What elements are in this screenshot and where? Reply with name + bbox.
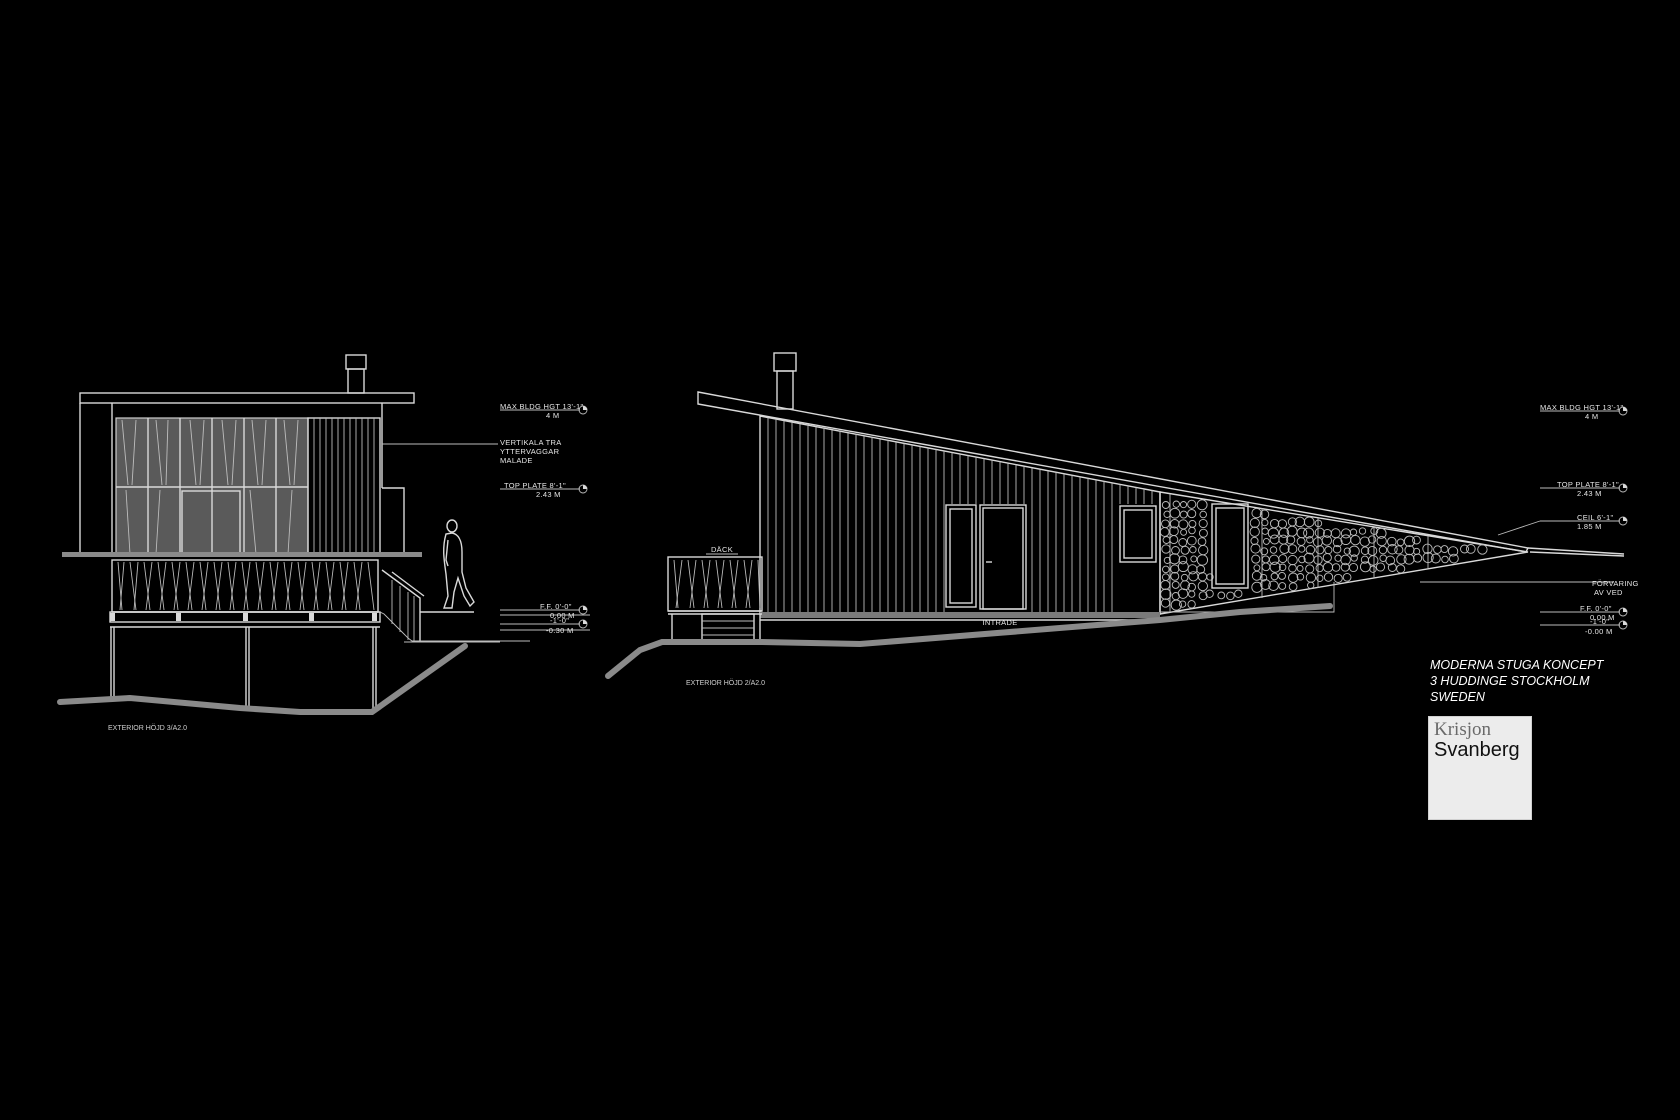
- svg-text:0.00 M: 0.00 M: [1590, 613, 1615, 622]
- logo-first-name: Krisjon: [1434, 719, 1491, 740]
- right-window-2: [1211, 503, 1249, 589]
- svg-text:1.85 M: 1.85 M: [1577, 522, 1602, 531]
- svg-text:F.F. 0'-0": F.F. 0'-0": [1580, 604, 1612, 613]
- left-level-finish-floor: F.F. 0'-0" 0.00 M: [500, 602, 588, 620]
- svg-text:-0.00 M: -0.00 M: [1585, 627, 1613, 636]
- right-sloped-roof: [697, 391, 1530, 553]
- left-floor-slab: [62, 552, 422, 557]
- left-posts: [110, 627, 377, 712]
- svg-text:TOP PLATE 8'-1": TOP PLATE 8'-1": [504, 481, 566, 490]
- right-floor-slab: [760, 612, 1160, 618]
- svg-text:TOP PLATE 8'-1": TOP PLATE 8'-1": [1557, 480, 1619, 489]
- svg-text:-1'-0": -1'-0": [550, 616, 569, 625]
- left-chimney-cap: [345, 354, 367, 370]
- right-level-max: MAX BLDG HGT 13'-1" 4 M: [1540, 403, 1628, 421]
- right-deck: [667, 556, 763, 643]
- right-chimney: [776, 370, 794, 410]
- svg-text:F.F. 0'-0": F.F. 0'-0": [540, 602, 572, 611]
- svg-text:4 M: 4 M: [1585, 412, 1598, 421]
- person-silhouette: [443, 519, 475, 609]
- firewood-callout-line-1: FÖRVARING: [1592, 579, 1639, 588]
- left-callout-line-1: VERTIKALA TRA: [500, 438, 562, 447]
- svg-text:MAX BLDG HGT 13'-1": MAX BLDG HGT 13'-1": [1540, 403, 1623, 412]
- right-level-finish-floor: F.F. 0'-0" 0.00 M: [1540, 604, 1628, 622]
- left-balustrade: [111, 559, 379, 613]
- right-chimney-cap: [773, 352, 797, 372]
- right-level-top-plate: TOP PLATE 8'-1" 2.43 M: [1540, 480, 1628, 498]
- right-side-window: [945, 504, 977, 608]
- left-level-max: MAX BLDG HGT 13'-1" 4 M: [500, 402, 588, 420]
- project-location: 3 HUDDINGE STOCKHOLM: [1430, 674, 1590, 688]
- entry-label: INTRADE: [982, 618, 1017, 627]
- left-stair: [379, 569, 425, 642]
- logo-last-name: Svanberg: [1434, 739, 1520, 761]
- svg-text:2.43 M: 2.43 M: [536, 490, 561, 499]
- left-callout-line-3: MALADE: [500, 456, 533, 465]
- svg-text:-0.30 M: -0.30 M: [546, 626, 574, 635]
- left-chimney: [347, 368, 365, 394]
- firewood-logs: [1159, 499, 1488, 611]
- project-country: SWEDEN: [1430, 690, 1485, 704]
- right-clad-wall: [759, 415, 1161, 615]
- svg-text:2.43 M: 2.43 M: [1577, 489, 1602, 498]
- right-timber-cladding: [767, 417, 1153, 612]
- left-timber-cladding: [307, 417, 381, 557]
- firewood-callout-line-2: AV VED: [1594, 588, 1623, 597]
- right-elevation: DÄCK INTRADE FÖRVARING AV VED MAX BLDG H…: [605, 352, 1639, 687]
- left-ground-line: [57, 643, 468, 715]
- title-block: MODERNA STUGA KONCEPT 3 HUDDINGE STOCKHO…: [1430, 657, 1630, 705]
- left-callout-line-2: YTTERVAGGAR: [500, 447, 560, 456]
- left-roof: [79, 392, 415, 404]
- left-elevation: VERTIKALA TRA YTTERVAGGAR MALADE MAX BLD…: [57, 354, 590, 732]
- svg-text:-1'-0": -1'-0": [1590, 617, 1609, 626]
- svg-text:MAX BLDG HGT 13'-1": MAX BLDG HGT 13'-1": [500, 402, 583, 411]
- svg-text:4 M: 4 M: [546, 411, 559, 420]
- firewood-storage: [1159, 491, 1529, 615]
- left-level-below: -1'-0" -0.30 M: [500, 616, 588, 635]
- right-level-ceiling: CEIL 6'-1" 1.85 M: [1497, 513, 1628, 536]
- right-elevation-caption: EXTERIOR HÖJD 2/A2.0: [686, 679, 765, 687]
- left-glass-facade: [115, 417, 309, 557]
- svg-text:0.00 M: 0.00 M: [550, 611, 575, 620]
- project-title: MODERNA STUGA KONCEPT: [1430, 658, 1604, 672]
- right-ground-line: [605, 603, 1333, 679]
- svg-text:CEIL 6'-1": CEIL 6'-1": [1577, 513, 1613, 522]
- right-window-1: [1119, 505, 1157, 563]
- right-level-below: -1'-0" -0.00 M: [1540, 617, 1628, 636]
- architect-logo: Krisjon Svanberg: [1428, 716, 1532, 820]
- left-elevation-caption: EXTERIOR HÖJD 3/A2.0: [108, 724, 187, 732]
- right-entry-door: [979, 504, 1027, 610]
- left-level-top-plate: TOP PLATE 8'-1" 2.43 M: [500, 481, 588, 499]
- deck-label: DÄCK: [711, 545, 733, 554]
